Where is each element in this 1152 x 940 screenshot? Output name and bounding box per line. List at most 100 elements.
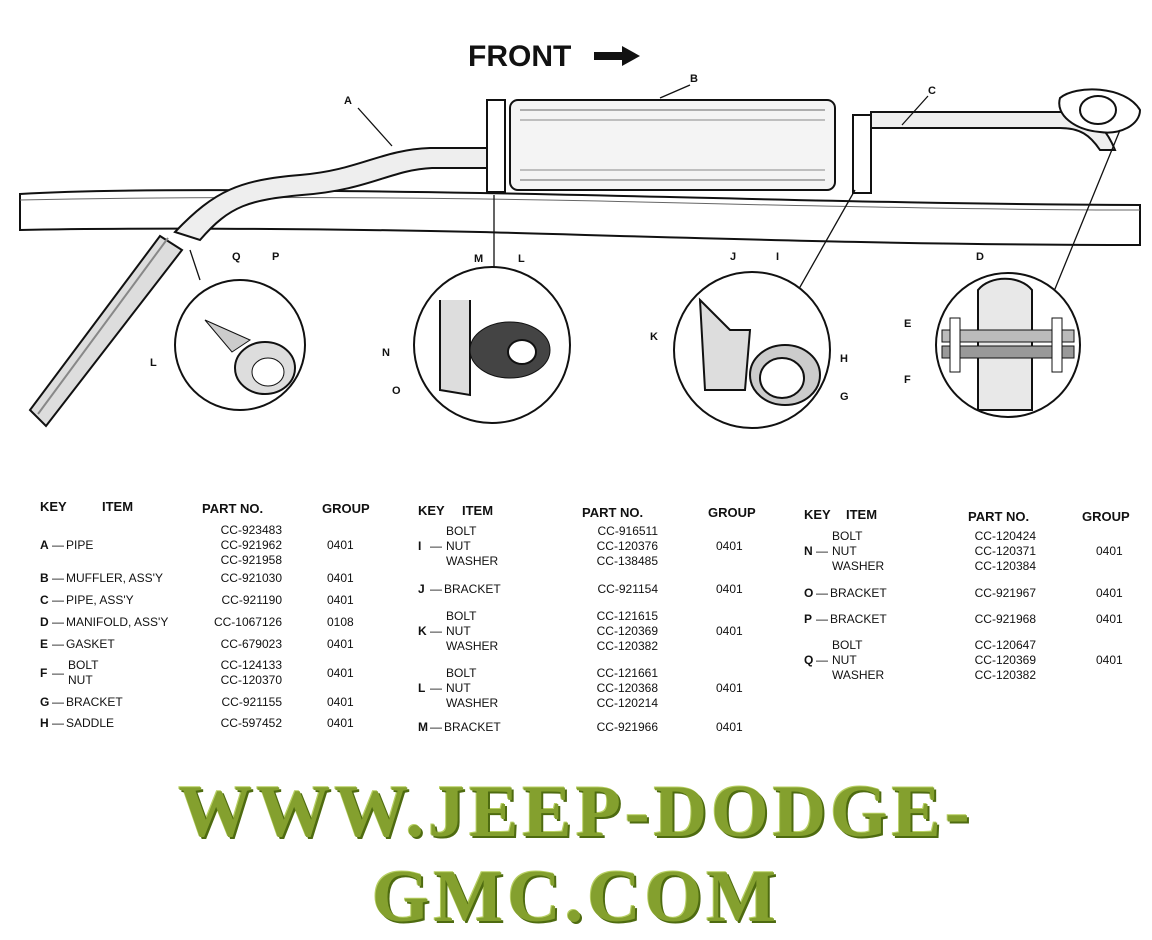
row-key-dash: — bbox=[52, 593, 64, 607]
exhaust-system-diagram: FRONT bbox=[19, 40, 1142, 429]
part-number: CC-120384 bbox=[974, 559, 1036, 573]
part-number: CC-120371 bbox=[974, 544, 1036, 558]
row-subitem: WASHER bbox=[446, 639, 499, 653]
callout-l-1: L bbox=[150, 357, 157, 369]
part-number: CC-138485 bbox=[596, 554, 658, 568]
col1-header-key: KEY bbox=[40, 499, 67, 514]
row-key: I bbox=[418, 539, 422, 553]
part-number: CC-121661 bbox=[596, 666, 658, 680]
callout-p: P bbox=[272, 251, 279, 263]
row-key: P bbox=[804, 612, 813, 626]
row-part-numbers: CC-921190 bbox=[192, 593, 282, 608]
part-number: CC-120369 bbox=[596, 624, 658, 638]
col2-header-group: GROUP bbox=[708, 505, 756, 520]
part-number: CC-921030 bbox=[220, 571, 282, 585]
part-number: CC-120424 bbox=[974, 529, 1036, 543]
col1-header-item: ITEM bbox=[102, 499, 134, 514]
row-group: 0401 bbox=[1096, 653, 1123, 667]
row-subitem: BOLT bbox=[446, 524, 477, 538]
part-number: CC-120376 bbox=[596, 539, 658, 553]
callout-k: K bbox=[650, 331, 658, 343]
row-key: F bbox=[40, 665, 48, 680]
row-part-numbers: CC-921154 bbox=[568, 582, 658, 597]
row-part-numbers: CC-679023 bbox=[192, 637, 282, 652]
row-group: 0401 bbox=[327, 665, 354, 680]
row-group: 0401 bbox=[716, 624, 743, 638]
detail-circle-1 bbox=[174, 279, 306, 411]
row-subitem: WASHER bbox=[446, 696, 499, 710]
row-key-dash: — bbox=[430, 720, 442, 734]
row-part-numbers: CC-1067126 bbox=[192, 615, 282, 630]
row-item: BRACKET bbox=[444, 582, 501, 596]
row-key-dash: — bbox=[430, 539, 442, 553]
watermark-logo: WWW.JEEP-DODGE-GMC.COM bbox=[178, 771, 974, 938]
row-item: MANIFOLD, ASS'Y bbox=[66, 615, 169, 629]
row-key: H bbox=[40, 716, 49, 730]
row-group: 0401 bbox=[716, 720, 743, 734]
row-key: Q bbox=[804, 653, 814, 667]
row-key: N bbox=[804, 544, 813, 558]
row-group: 0401 bbox=[1096, 612, 1123, 626]
row-part-numbers: CC-921966 bbox=[568, 720, 658, 735]
col3-header-group: GROUP bbox=[1082, 509, 1130, 524]
row-subitem: BOLT bbox=[446, 666, 477, 680]
part-number: CC-921962 bbox=[220, 538, 282, 552]
row-group: 0401 bbox=[716, 539, 743, 553]
col3-header-key: KEY bbox=[804, 507, 831, 522]
col2-header-part-no: PART NO. bbox=[582, 505, 644, 520]
row-key-dash: — bbox=[430, 681, 442, 695]
part-number: CC-921155 bbox=[221, 695, 282, 709]
callout-h: H bbox=[840, 353, 848, 365]
callout-f: F bbox=[904, 374, 911, 386]
row-subitem: NUT bbox=[832, 653, 857, 667]
row-subitem: WASHER bbox=[446, 554, 499, 568]
row-key: J bbox=[418, 582, 425, 596]
callout-c: C bbox=[928, 85, 936, 97]
callout-l-2: L bbox=[518, 253, 525, 265]
row-key-dash: — bbox=[52, 716, 64, 730]
row-key-dash: — bbox=[816, 612, 828, 626]
row-key: G bbox=[40, 695, 50, 709]
row-part-numbers: CC-921968 bbox=[946, 612, 1036, 627]
callout-g: G bbox=[840, 391, 849, 403]
row-group: 0401 bbox=[1096, 544, 1123, 558]
part-number: CC-916511 bbox=[597, 524, 658, 538]
callout-a: A bbox=[344, 95, 352, 107]
row-item: GASKET bbox=[66, 637, 115, 651]
callout-b: B bbox=[690, 73, 698, 85]
col2-header-key: KEY bbox=[418, 503, 445, 518]
part-number: CC-120382 bbox=[974, 668, 1036, 682]
row-item: PIPE, ASS'Y bbox=[66, 593, 134, 607]
row-item: BRACKET bbox=[830, 612, 887, 626]
row-key-dash: — bbox=[816, 586, 828, 600]
front-arrow-icon bbox=[594, 46, 640, 66]
col2-header-item: ITEM bbox=[462, 503, 494, 518]
row-subitem: NUT bbox=[446, 539, 471, 553]
row-key: K bbox=[418, 624, 427, 638]
row-key: E bbox=[40, 637, 49, 651]
part-number: CC-923483 bbox=[220, 523, 282, 537]
callout-m: M bbox=[474, 253, 483, 265]
row-key: A bbox=[40, 538, 49, 552]
tail-pipe bbox=[28, 234, 184, 428]
row-part-numbers: CC-597452 bbox=[192, 716, 282, 731]
front-label: FRONT bbox=[468, 40, 571, 73]
row-subitem: BOLT bbox=[68, 658, 99, 672]
row-key-dash: — bbox=[52, 695, 64, 709]
part-number: CC-597452 bbox=[220, 716, 282, 730]
row-group: 0401 bbox=[327, 593, 354, 607]
row-part-numbers: CC-921030 bbox=[192, 571, 282, 586]
row-item: BRACKET bbox=[444, 720, 501, 734]
row-item: BRACKET bbox=[830, 586, 887, 600]
row-group: 0401 bbox=[716, 681, 743, 695]
